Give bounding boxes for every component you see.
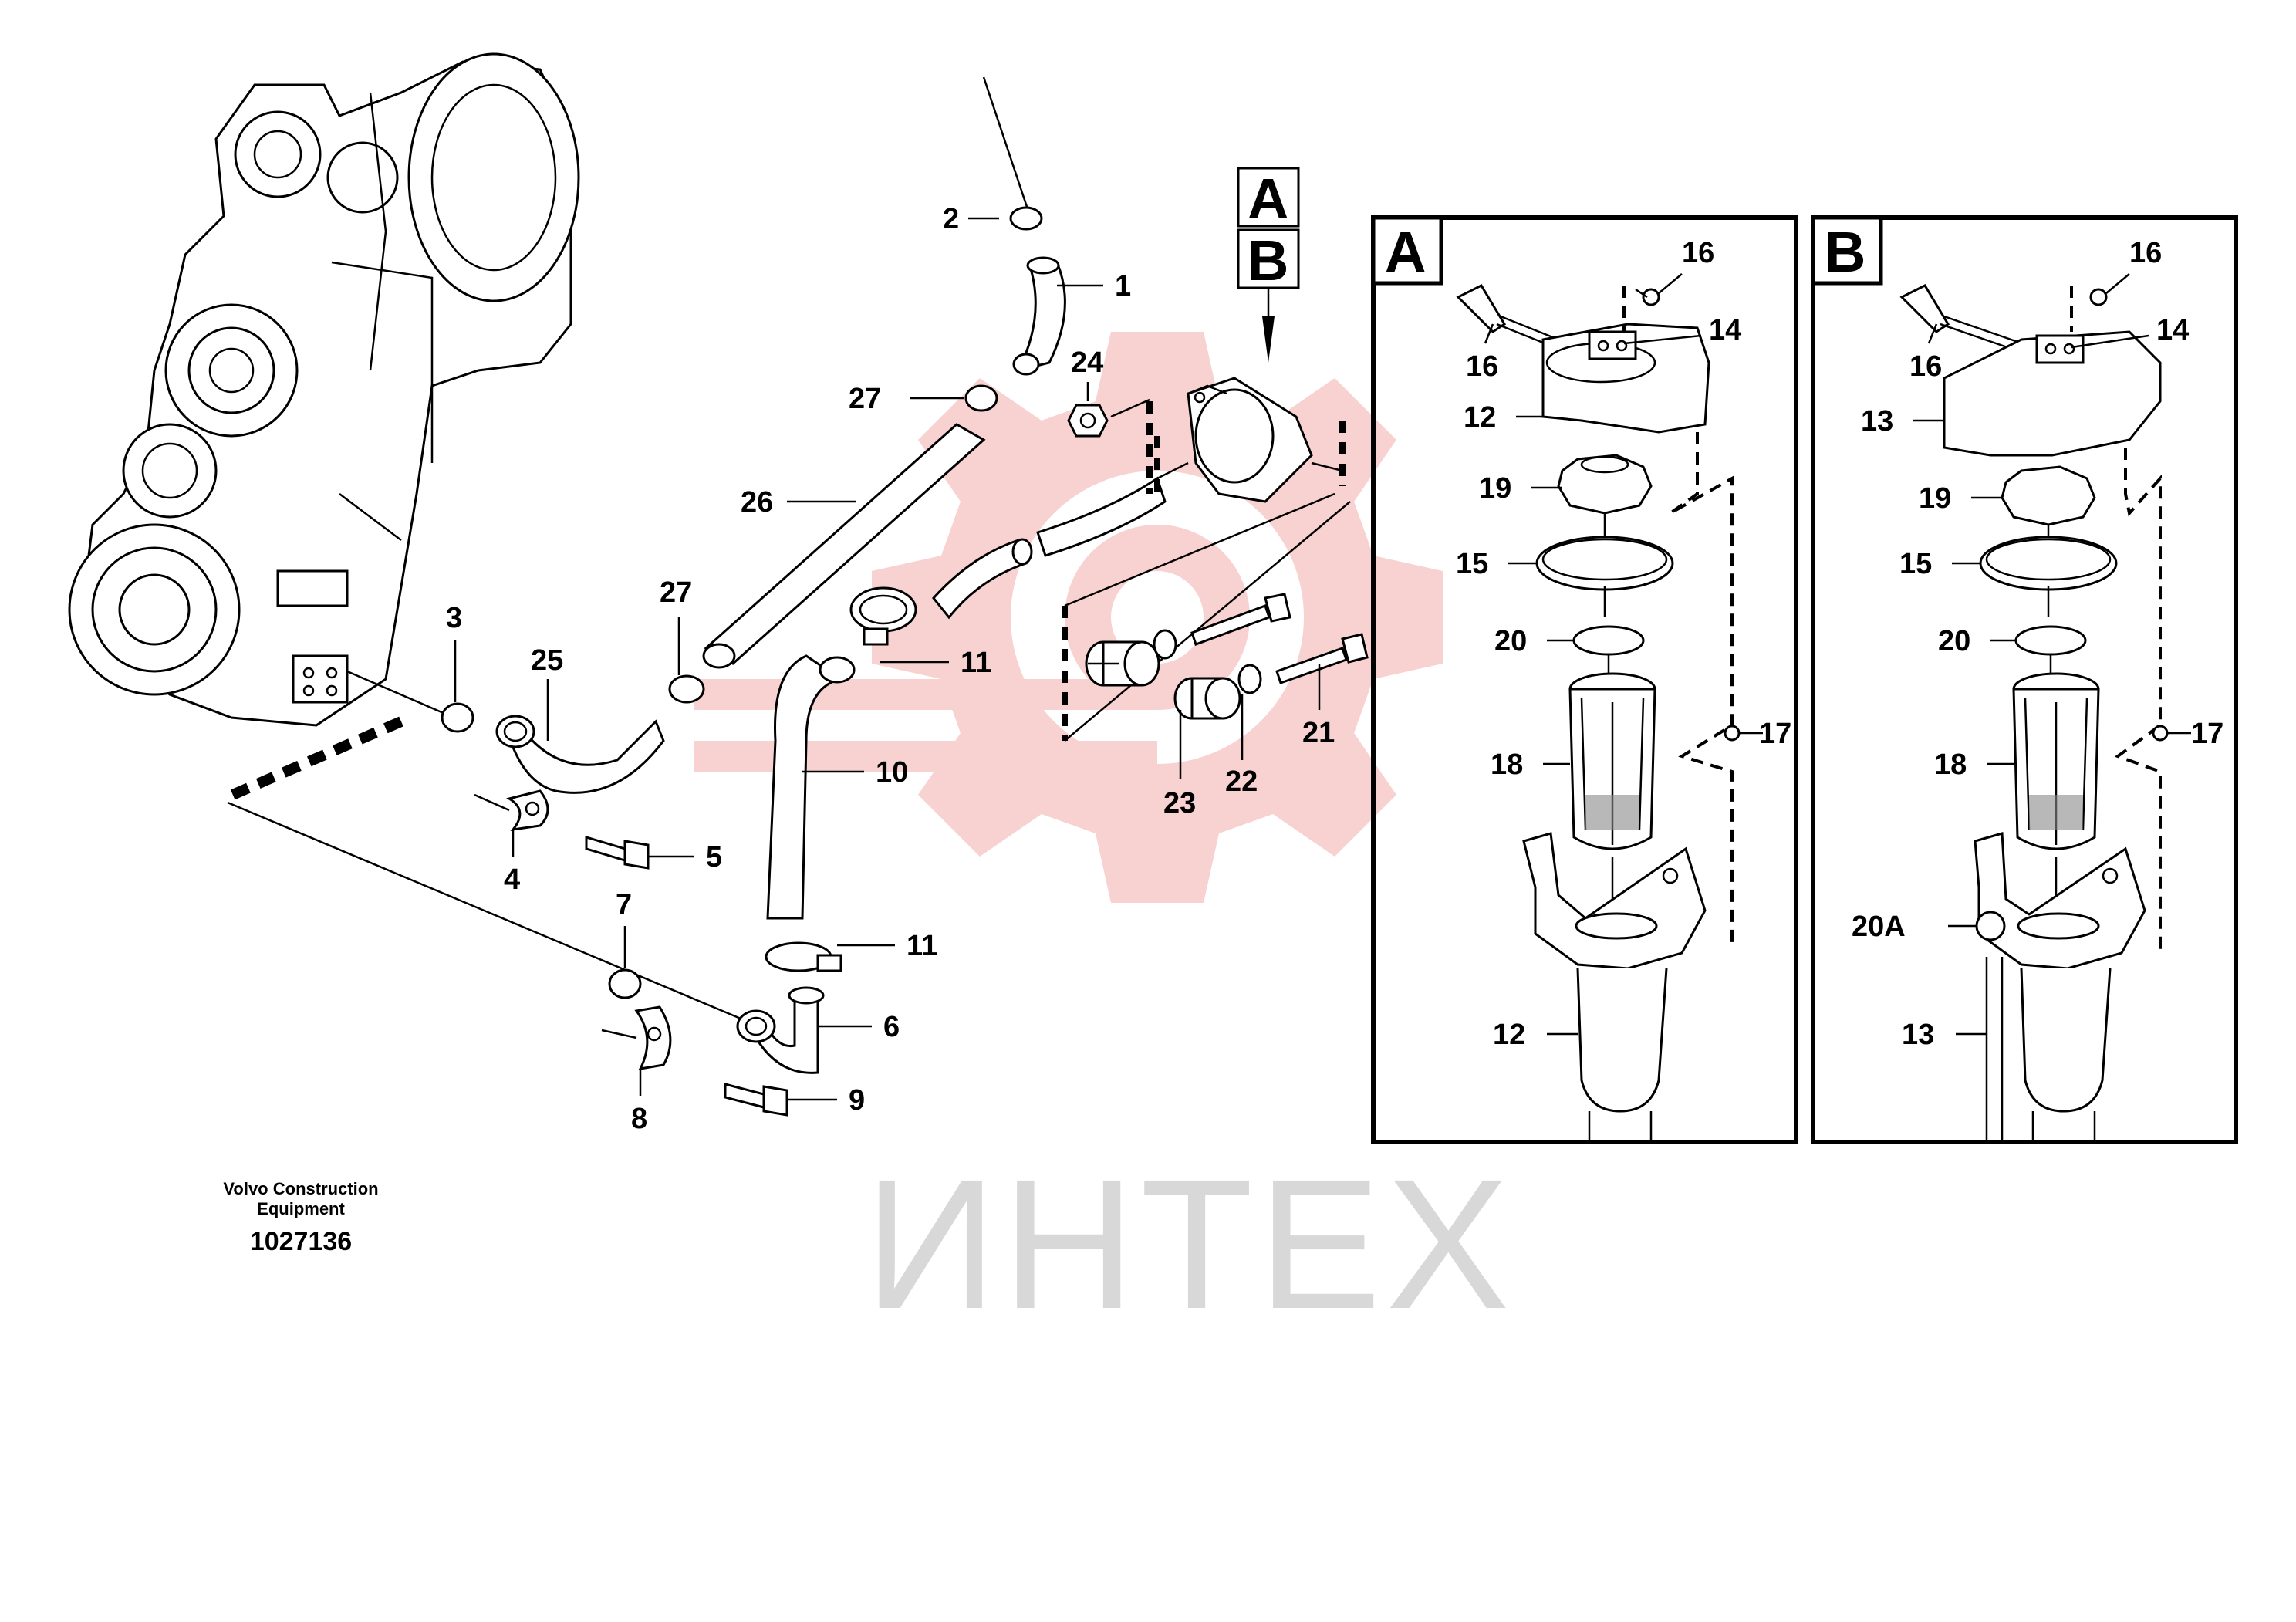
panel-b-callout-13-top: 13	[1861, 405, 1893, 438]
view-marker: A B	[1237, 167, 1300, 363]
callout-11-top: 11	[961, 647, 991, 679]
callout-22: 22	[1225, 765, 1258, 798]
marker-letter-a: A	[1248, 167, 1288, 231]
panel-b-callout-20a: 20A	[1852, 911, 1906, 943]
panel-a-callout-20: 20	[1494, 625, 1527, 657]
panel-a-callout-16-handle: 16	[1466, 350, 1498, 383]
callout-27-top: 27	[849, 383, 881, 415]
callouts-main: 2 1 27 26 27 25 3 4 5 7 8 9 6 11 10 11 2…	[446, 203, 1335, 1135]
panel-a-callout-17: 17	[1759, 718, 1791, 750]
callout-11-bottom: 11	[907, 930, 937, 962]
callout-10: 10	[876, 756, 908, 789]
callout-5: 5	[706, 841, 722, 874]
panel-b-callout-17: 17	[2191, 718, 2223, 750]
panel-a-callout-19: 19	[1479, 472, 1511, 505]
panel-a-callout-12-top: 12	[1464, 401, 1496, 434]
panel-a-callout-12-bottom: 12	[1493, 1019, 1525, 1051]
callout-25: 25	[531, 644, 563, 677]
callout-23: 23	[1163, 787, 1196, 819]
callout-2: 2	[943, 203, 959, 235]
watermark-gear-icon	[694, 332, 1443, 903]
figure-caption: Volvo Construction Equipment 1027136	[223, 1179, 378, 1256]
panel-a-callout-15: 15	[1456, 548, 1488, 580]
marker-letter-b: B	[1248, 228, 1288, 292]
transmission-housing	[68, 52, 580, 727]
callout-4: 4	[504, 863, 520, 896]
panel-b-callout-16-top: 16	[2129, 237, 2162, 269]
detail-panel-b: B 16 16 14	[1811, 215, 2238, 1144]
caption-company: Volvo Construction	[223, 1179, 378, 1198]
callout-8: 8	[631, 1103, 647, 1135]
detail-panel-a: A	[1371, 215, 1798, 1144]
callout-3: 3	[446, 602, 462, 634]
hose-assembly	[441, 76, 1369, 1117]
panel-b-callout-16-handle: 16	[1909, 350, 1942, 383]
panel-b-callout-15: 15	[1899, 548, 1932, 580]
watermark: ИНТЕХ	[694, 332, 1514, 1347]
panel-b-letter: B	[1825, 220, 1866, 284]
panel-a-callout-14: 14	[1709, 314, 1741, 346]
watermark-text: ИНТЕХ	[864, 1140, 1514, 1347]
callout-21: 21	[1302, 717, 1335, 749]
callout-27-bottom: 27	[660, 576, 692, 609]
callout-9: 9	[849, 1084, 865, 1117]
panel-b-callout-18: 18	[1934, 748, 1967, 781]
callout-7: 7	[616, 889, 632, 921]
panel-b-callout-14: 14	[2156, 314, 2189, 346]
caption-company-line2: Equipment	[257, 1199, 345, 1218]
panel-a-callout-18: 18	[1491, 748, 1523, 781]
panel-a-letter: A	[1385, 220, 1426, 284]
callout-6: 6	[883, 1011, 900, 1043]
callout-24: 24	[1071, 346, 1103, 379]
panel-b-callout-19: 19	[1919, 482, 1951, 515]
callout-1: 1	[1115, 270, 1131, 302]
panel-a-callout-16-top: 16	[1682, 237, 1714, 269]
callout-26: 26	[741, 486, 773, 519]
panel-b-callout-20: 20	[1938, 625, 1970, 657]
panel-b-callout-13-bottom: 13	[1902, 1019, 1934, 1051]
figure-number: 1027136	[250, 1227, 352, 1256]
